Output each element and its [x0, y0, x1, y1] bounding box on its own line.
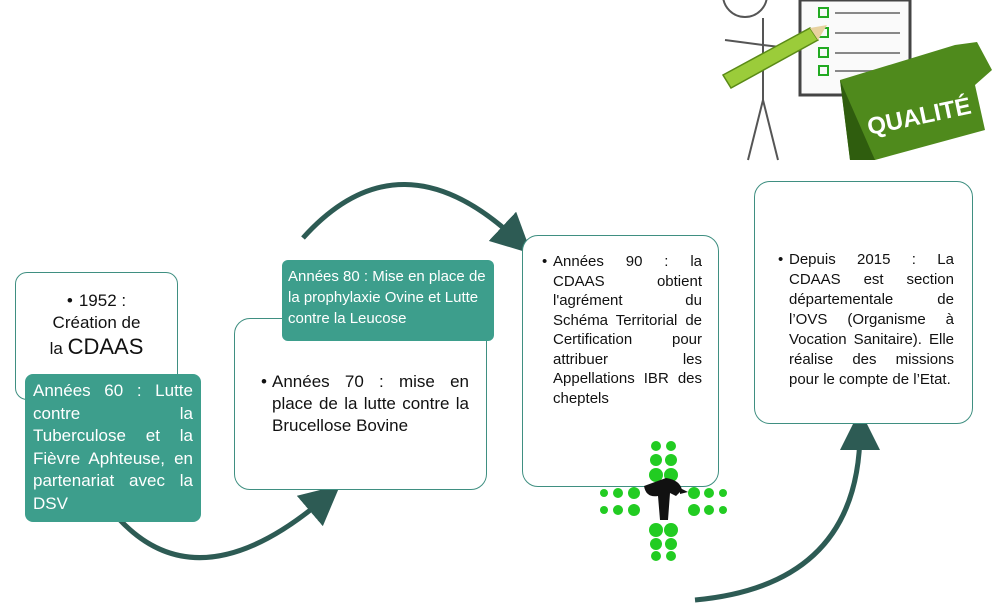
arrow-80-to-90: [301, 182, 532, 254]
box-annees-70: Années 70 : mise en place de la lutte co…: [234, 318, 487, 490]
box-1952-line2: Création de: [52, 313, 141, 332]
box-annees-90: Années 90 : la CDAAS obtient l'agrément …: [522, 235, 719, 487]
box-1952-line1: •1952 :: [66, 291, 127, 310]
arrow-90-to-2015: [694, 410, 880, 603]
box-annees-80-text: Années 80 : Mise en place de la prophyla…: [288, 268, 486, 327]
box-annees-60: Années 60 : Lutte contre la Tuberculose …: [25, 374, 201, 522]
box-annees-80: Années 80 : Mise en place de la prophyla…: [282, 260, 494, 341]
arrow-60-to-70: [118, 484, 341, 560]
green-cross-bird-logo-icon: [600, 441, 727, 561]
box-annees-90-text: Années 90 : la CDAAS obtient l'agrément …: [542, 252, 702, 408]
box-2015-text: Depuis 2015 : La CDAAS est section dépar…: [778, 250, 954, 390]
box-2015: Depuis 2015 : La CDAAS est section dépar…: [754, 181, 973, 424]
box-annees-60-text: Années 60 : Lutte contre la Tuberculose …: [33, 381, 193, 513]
box-1952-line3: la CDAAS: [49, 334, 144, 359]
box-annees-70-text: Années 70 : mise en place de la lutte co…: [261, 371, 469, 437]
checklist-person-qualite-icon: QUALITÉ: [721, 0, 992, 161]
